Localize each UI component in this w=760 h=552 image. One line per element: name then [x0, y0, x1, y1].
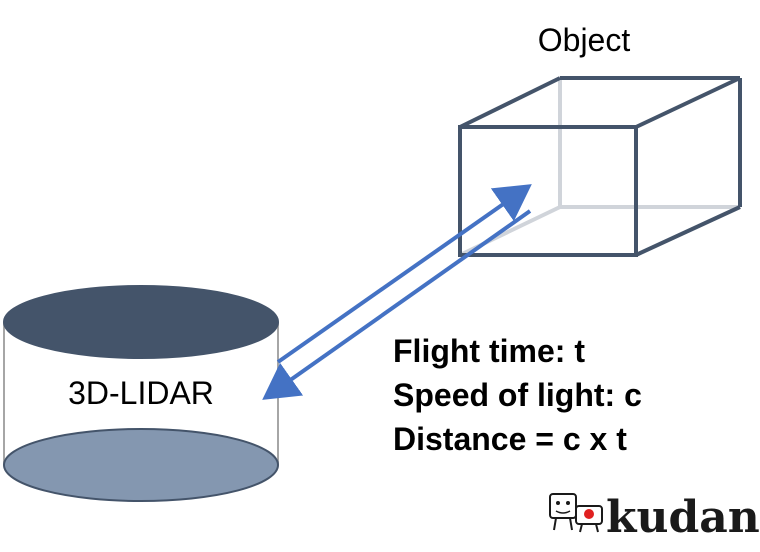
cube-edge-bottom-right-diag: [635, 205, 741, 257]
cylinder-top: [3, 285, 279, 359]
cube-edge-top-right-diag: [635, 76, 741, 129]
returning-laser-arrow: [262, 209, 532, 400]
formula-distance: Distance = c x t: [393, 421, 627, 457]
kudan-logo-text: kudan: [606, 492, 760, 543]
cube-front-face: [458, 125, 638, 257]
lidar-label: 3D-LIDAR: [68, 375, 214, 411]
lidar-cylinder: [3, 285, 279, 502]
formula-speed-of-light: Speed of light: c: [393, 377, 642, 413]
cube-edge-top-left-diag: [459, 76, 561, 129]
formula-flight-time: Flight time: t: [393, 333, 585, 369]
kudan-mascot-icon: [549, 493, 603, 533]
cylinder-bottom: [3, 428, 279, 502]
laser-arrows: [262, 184, 532, 400]
outgoing-laser-arrow: [276, 184, 532, 364]
formula-block: Flight time: t Speed of light: c Distanc…: [393, 333, 642, 457]
object-label: Object: [538, 22, 631, 58]
object-cube: [458, 76, 742, 257]
kudan-logo: kudan: [549, 492, 760, 543]
